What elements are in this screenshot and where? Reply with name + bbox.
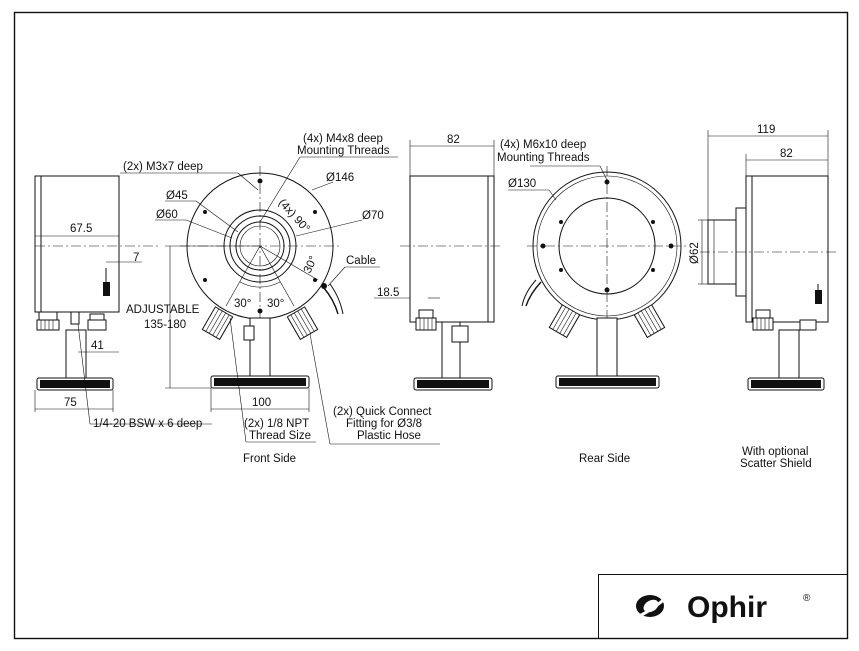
dim-82-side: 82 bbox=[447, 134, 460, 146]
dim-18-5: 18.5 bbox=[377, 287, 399, 299]
dim-41: 41 bbox=[91, 340, 104, 352]
label-m4x8-2: Mounting Threads bbox=[297, 145, 390, 157]
label-m3x7: (2x) M3x7 deep bbox=[123, 161, 203, 173]
ophir-swoosh-icon bbox=[632, 594, 670, 620]
label-d70: Ø70 bbox=[362, 210, 384, 222]
label-qc-2: Fitting for Ø3/8 bbox=[346, 418, 422, 430]
rear-view: (4x) M6x10 deep Mounting Threads Ø130 Re… bbox=[497, 139, 687, 465]
sheet-border bbox=[13, 11, 849, 640]
logo-text: Ophir bbox=[687, 591, 767, 624]
label-m6x10-1: (4x) M6x10 deep bbox=[500, 139, 586, 151]
left-side-view: 67.5 7 41 75 1/4-20 BSW x 6 deep bbox=[34, 175, 212, 430]
label-d60: Ø60 bbox=[156, 209, 178, 221]
label-qc-3: Plastic Hose bbox=[357, 430, 421, 442]
logo-box bbox=[598, 574, 848, 639]
dim-75: 75 bbox=[64, 397, 77, 409]
label-angle-30-mid: 30° bbox=[267, 298, 284, 310]
label-m6x10-2: Mounting Threads bbox=[497, 152, 590, 164]
logo-registered-mark: ® bbox=[803, 593, 811, 604]
front-view: ADJUSTABLE 135-180 100 (4x) M4x8 deep Mo… bbox=[120, 133, 440, 465]
label-m4x8-1: (4x) M4x8 deep bbox=[303, 133, 383, 145]
dim-d62: Ø62 bbox=[689, 242, 701, 264]
label-bsw: 1/4-20 BSW x 6 deep bbox=[93, 418, 202, 430]
caption-front-side: Front Side bbox=[243, 453, 296, 465]
caption-shield-1: With optional bbox=[742, 446, 808, 458]
label-d130: Ø130 bbox=[508, 178, 536, 190]
label-angle-30-left: 30° bbox=[234, 298, 251, 310]
label-cable: Cable bbox=[346, 255, 376, 267]
label-adjustable-range: 135-180 bbox=[144, 319, 186, 331]
label-npt-1: (2x) 1/8 NPT bbox=[244, 418, 309, 430]
dim-67-5: 67.5 bbox=[70, 223, 92, 235]
label-adjustable: ADJUSTABLE bbox=[126, 304, 200, 316]
label-qc-1: (2x) Quick Connect bbox=[333, 406, 432, 418]
ophir-logo: Ophir ® bbox=[632, 591, 811, 624]
middle-side-view: 82 18.5 bbox=[374, 134, 500, 391]
caption-rear-side: Rear Side bbox=[579, 453, 630, 465]
label-npt-2: Thread Size bbox=[249, 430, 311, 442]
label-d45: Ø45 bbox=[166, 190, 188, 202]
dim-119: 119 bbox=[757, 124, 775, 136]
label-d146: Ø146 bbox=[326, 172, 354, 184]
scatter-shield-view: 119 82 Ø62 With optional Scatter Shield bbox=[689, 124, 836, 470]
dim-82-shield: 82 bbox=[780, 148, 793, 160]
caption-shield-2: Scatter Shield bbox=[740, 458, 812, 470]
dim-100: 100 bbox=[252, 397, 271, 409]
dim-7: 7 bbox=[133, 252, 139, 264]
